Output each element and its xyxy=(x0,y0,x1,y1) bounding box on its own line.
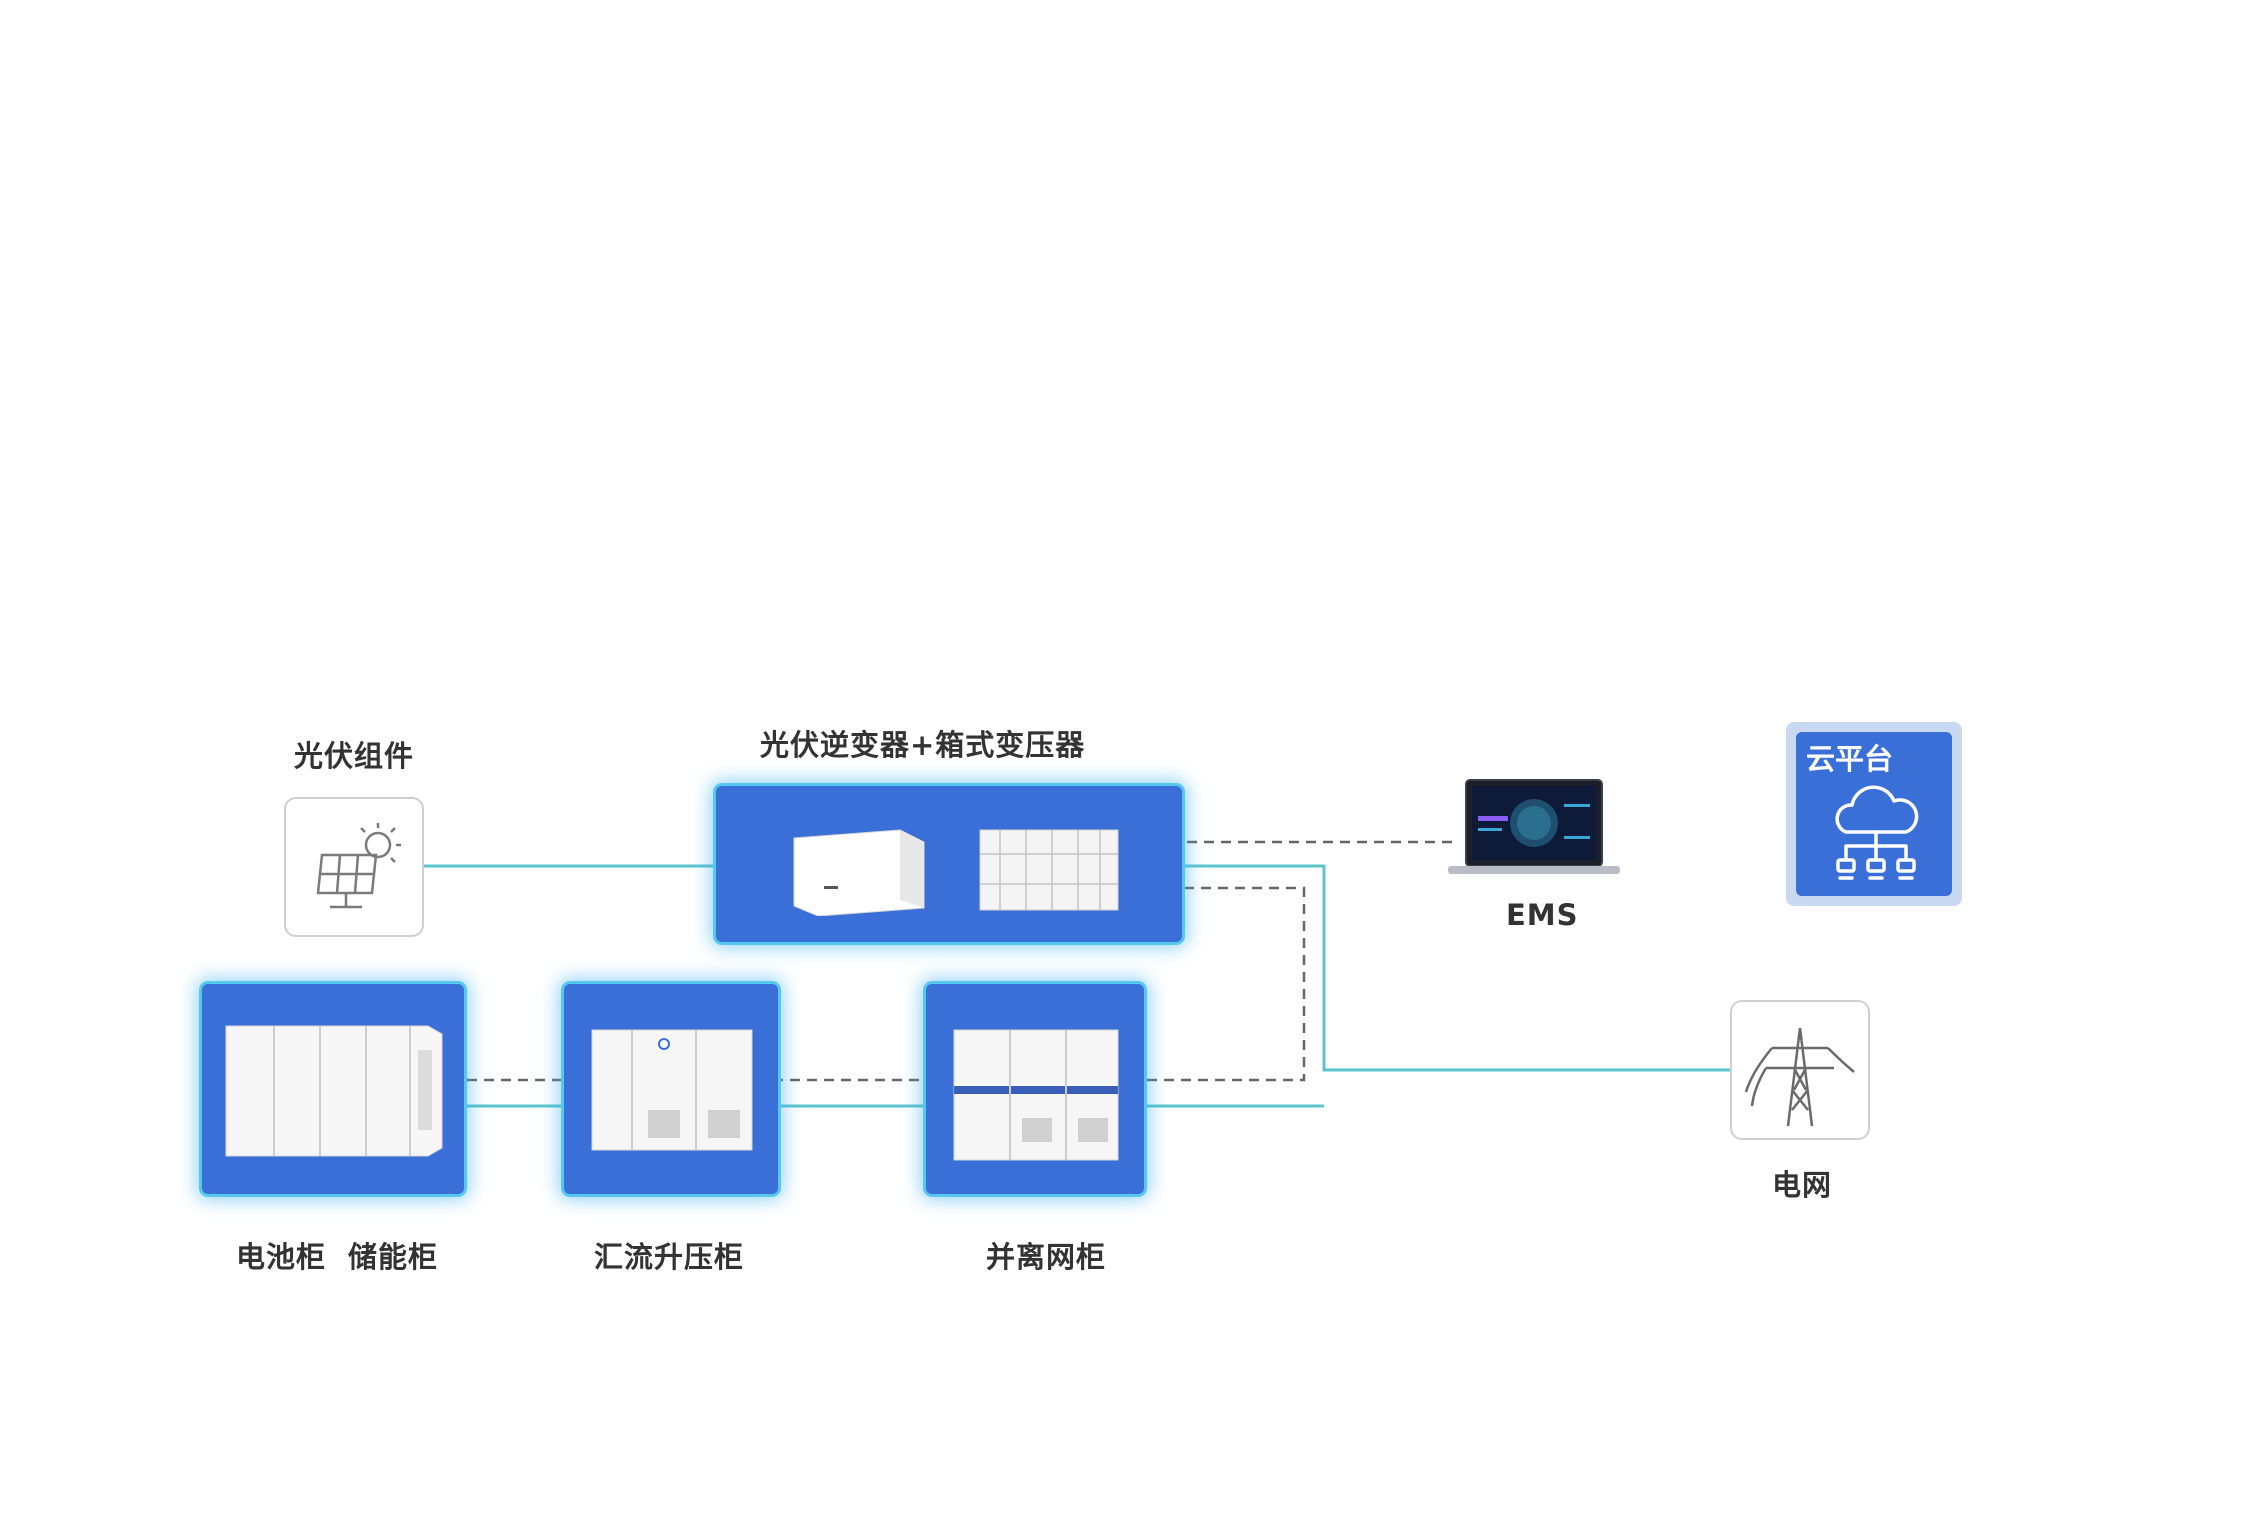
comm-line-inverter-to-bus xyxy=(444,886,1306,1082)
cloud-platform-label: 云平台 xyxy=(1806,742,1894,776)
grid-label: 电网 xyxy=(1772,1168,1833,1202)
combiner-booster-node[interactable] xyxy=(564,984,778,1194)
battery-cabinet-label: 电池柜 xyxy=(236,1240,327,1274)
pv-modules-label: 光伏组件 xyxy=(294,739,415,773)
inverter-transformer-label: 光伏逆变器+箱式变压器 xyxy=(760,728,1086,762)
pv-modules-node[interactable] xyxy=(284,797,424,937)
power-line-inverter-to-grid xyxy=(1184,864,1730,1072)
battery-cabinet-image xyxy=(225,1025,443,1157)
grid-node[interactable] xyxy=(1730,1000,1870,1140)
power-tower-icon xyxy=(1744,1027,1855,1127)
on-off-grid-node[interactable] xyxy=(926,984,1144,1194)
ems-label: EMS xyxy=(1506,898,1579,932)
transformer-device-image xyxy=(979,829,1119,911)
on-off-grid-cabinet-image xyxy=(953,1029,1119,1161)
inverter-transformer-node[interactable] xyxy=(716,786,1182,942)
ems-laptop-icon xyxy=(1448,779,1620,874)
combiner-cabinet-image xyxy=(591,1029,753,1151)
combiner-booster-label: 汇流升压柜 xyxy=(594,1240,745,1274)
inverter-device-image xyxy=(793,829,925,916)
cloud-network-icon xyxy=(1835,785,1919,880)
battery-storage-node[interactable] xyxy=(202,984,464,1194)
on-off-grid-label: 并离网柜 xyxy=(986,1240,1107,1274)
cloud-platform-node[interactable]: 云平台 xyxy=(1786,722,1962,906)
storage-cabinet-label: 储能柜 xyxy=(348,1240,439,1274)
solar-panel-icon xyxy=(316,823,401,909)
